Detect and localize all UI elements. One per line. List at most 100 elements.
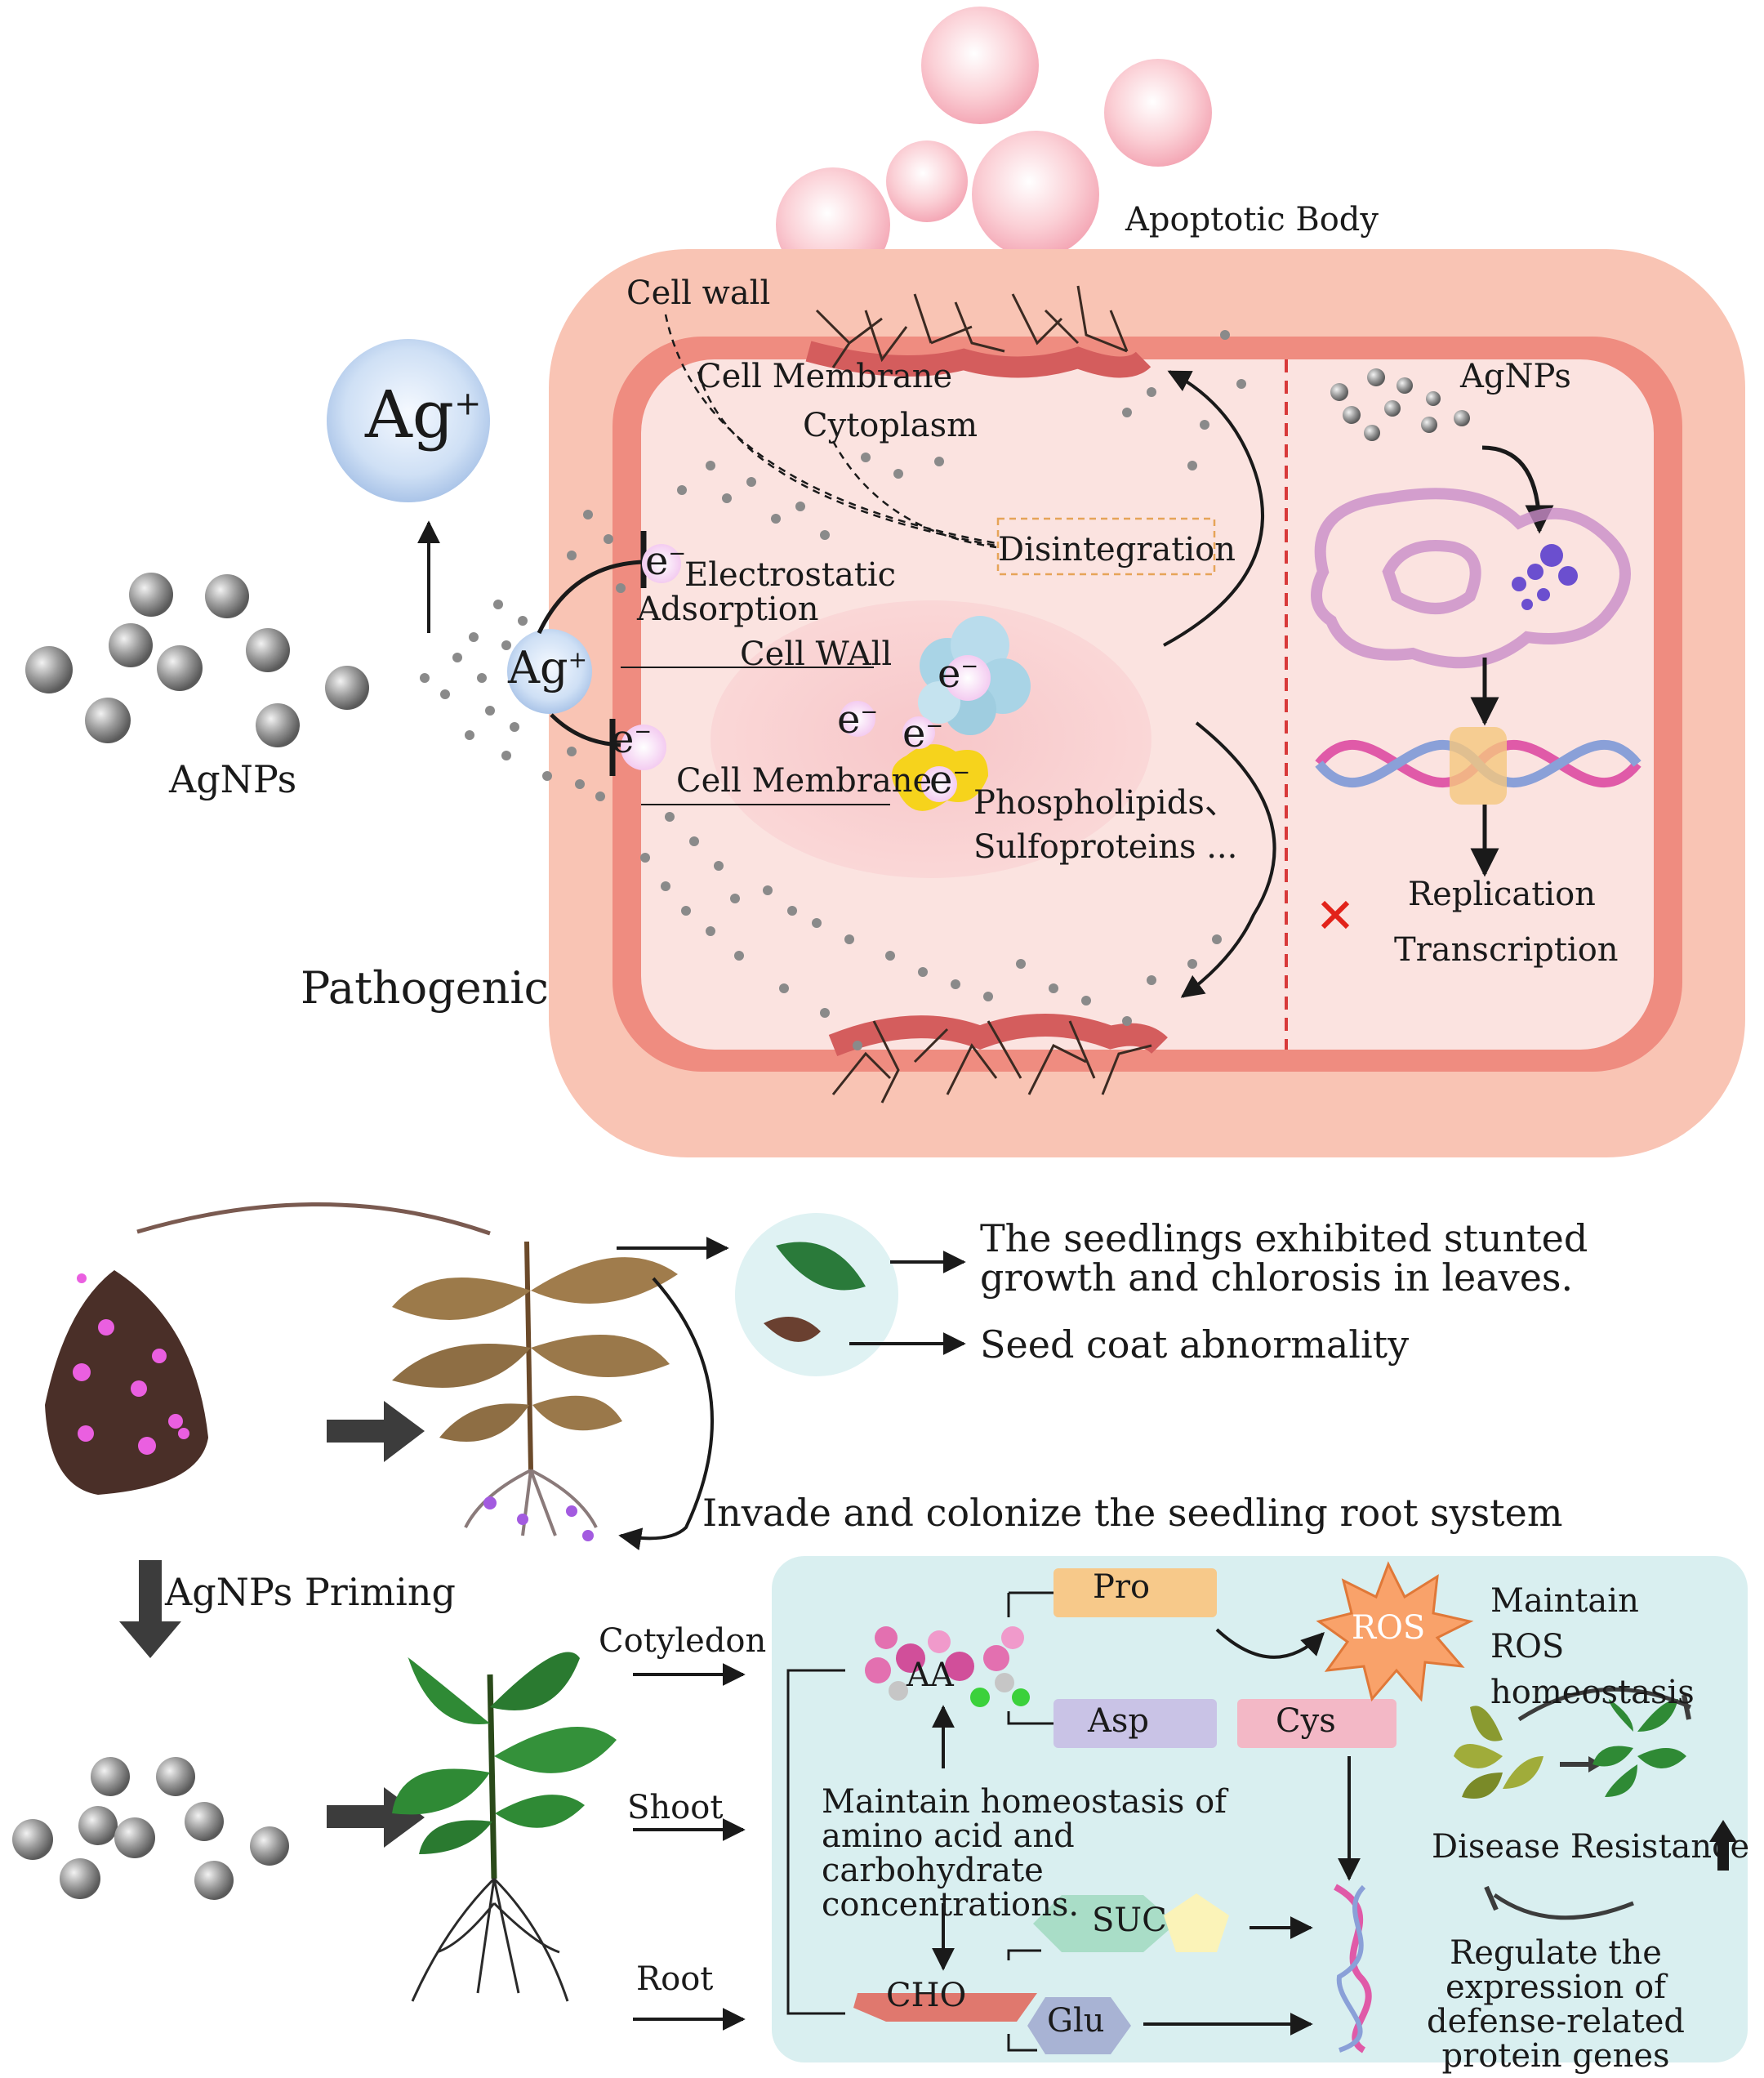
particle-dot: [934, 457, 944, 466]
charge-sup: −: [668, 542, 687, 566]
label-maintain-ros: Maintain ROS homeostasis: [1490, 1582, 1695, 1711]
particle-dot: [567, 551, 577, 560]
particle-dot: [665, 812, 675, 822]
particle-dot: [681, 906, 691, 916]
diseased-seedling-icon: [392, 1241, 678, 1541]
label-stunted-growth: The seedlings exhibited stunted growth a…: [980, 1216, 1588, 1300]
leaf-icon: [776, 1242, 866, 1291]
label-cytoplasm: Cytoplasm: [803, 407, 978, 444]
particle-dot: [771, 514, 781, 524]
label-priming: AgNPs Priming: [165, 1570, 456, 1614]
particle-dot: [604, 534, 613, 544]
particle-dot: [485, 706, 495, 716]
apoptotic-bubble-icon: [972, 131, 1099, 258]
particle-dot: [567, 747, 577, 756]
apoptotic-bodies: [776, 7, 1212, 282]
dna-helix-icon: [1334, 1884, 1372, 2053]
up-arrow-icon: [1709, 1820, 1737, 1871]
particle-dot: [918, 967, 928, 977]
label-regulate: Regulate the expression of defense-relat…: [1426, 1934, 1685, 2075]
charge-sup: −: [634, 720, 653, 744]
particle-dot: [689, 836, 699, 846]
particle-dot: [722, 493, 732, 503]
label-electron-6: e−: [929, 757, 971, 803]
particle-dot: [677, 485, 687, 495]
disintegration-box: [996, 517, 1216, 576]
infected-seed-icon: [45, 1202, 491, 1495]
asp-box: [1054, 1699, 1217, 1748]
label-cotyledon: Cotyledon: [599, 1622, 767, 1660]
particle-dot: [1187, 461, 1197, 470]
label-seed-coat: Seed coat abnormality: [980, 1322, 1410, 1367]
particle-dot: [795, 502, 805, 511]
particle-dot: [510, 722, 519, 732]
label-cys: Cys: [1276, 1702, 1336, 1740]
red-x-icon: [1321, 900, 1350, 930]
ros-star-icon: [1316, 1561, 1474, 1702]
cycle-arrow-top: [1163, 370, 1264, 647]
particle-dot: [734, 951, 744, 961]
particle-dot: [820, 530, 830, 540]
label-electron-4: e−: [837, 697, 879, 742]
apoptotic-bubble-icon: [921, 7, 1039, 124]
particle-dot: [893, 469, 903, 479]
particle-dot: [820, 1008, 830, 1018]
label-cell-wall: Cell wall: [626, 274, 771, 312]
charge-sup: −: [952, 760, 971, 785]
symptom-bubble: [735, 1213, 898, 1376]
adsorption-arc-top: [537, 560, 646, 635]
label-aa: AA: [906, 1657, 954, 1694]
label-shoot: Shoot: [627, 1789, 724, 1826]
label-root: Root: [636, 1960, 714, 1998]
label-electrostatic-adsorption: Electrostatic Adsorption: [637, 556, 897, 628]
cell-interior: [641, 359, 1654, 1050]
particle-dot: [1122, 408, 1132, 417]
charge-sup: −: [925, 714, 944, 738]
particle-dot: [779, 983, 789, 993]
particle-dot: [1147, 387, 1156, 397]
particle-dot: [583, 510, 593, 520]
particle-dot: [706, 461, 715, 470]
particle-dot: [885, 951, 895, 961]
label-electron-2: e−: [611, 716, 653, 762]
ag-ion-bubble-icon: [327, 339, 490, 502]
apoptotic-bubble-icon: [1104, 59, 1212, 167]
sulfoprotein-molecule-icon: [840, 616, 1031, 811]
charge-sup: −: [960, 654, 979, 679]
particle-dot: [452, 653, 462, 662]
charge-sup: +: [453, 385, 482, 423]
particle-dot: [983, 992, 993, 1001]
label-apoptotic-body: Apoptotic Body: [1125, 201, 1379, 239]
particle-dot: [575, 779, 585, 789]
apoptotic-bubble-icon: [886, 140, 968, 222]
particle-dot: [469, 632, 479, 642]
nanoparticle-cluster-icon: [25, 573, 369, 747]
label-pro: Pro: [1093, 1568, 1151, 1606]
label-cell-wall-inner: Cell WAll: [740, 635, 893, 673]
label-ros: ROS: [1352, 1609, 1426, 1647]
label-agnps-left: AgNPs: [169, 757, 297, 801]
ag-ion-small-icon: [507, 629, 592, 714]
particle-dot: [844, 934, 854, 944]
mechanism-panel: [772, 1556, 1748, 2062]
particle-dot: [661, 881, 670, 891]
priming-arrow-down: [119, 1560, 181, 1658]
arrow-to-roots: [618, 1277, 714, 1550]
particle-dot: [787, 906, 797, 916]
suc-shape: [1033, 1895, 1176, 1952]
particle-dot: [465, 730, 474, 740]
label-electron-1: e−: [645, 538, 687, 584]
particle-dot: [812, 918, 822, 928]
particle-dot: [714, 861, 724, 871]
particle-dot: [706, 926, 715, 936]
particle-dot: [501, 640, 511, 650]
label-electron-3: e−: [938, 651, 979, 697]
electron-icon: [642, 544, 681, 583]
particle-dot: [1122, 1016, 1132, 1026]
particle-dot: [493, 600, 503, 609]
particle-dot: [1200, 420, 1209, 430]
label-cell-membrane-top: Cell Membrane: [697, 358, 953, 395]
label-ag-ion-small: Ag+: [508, 642, 588, 693]
label-disintegration: Disintegration: [998, 531, 1236, 569]
